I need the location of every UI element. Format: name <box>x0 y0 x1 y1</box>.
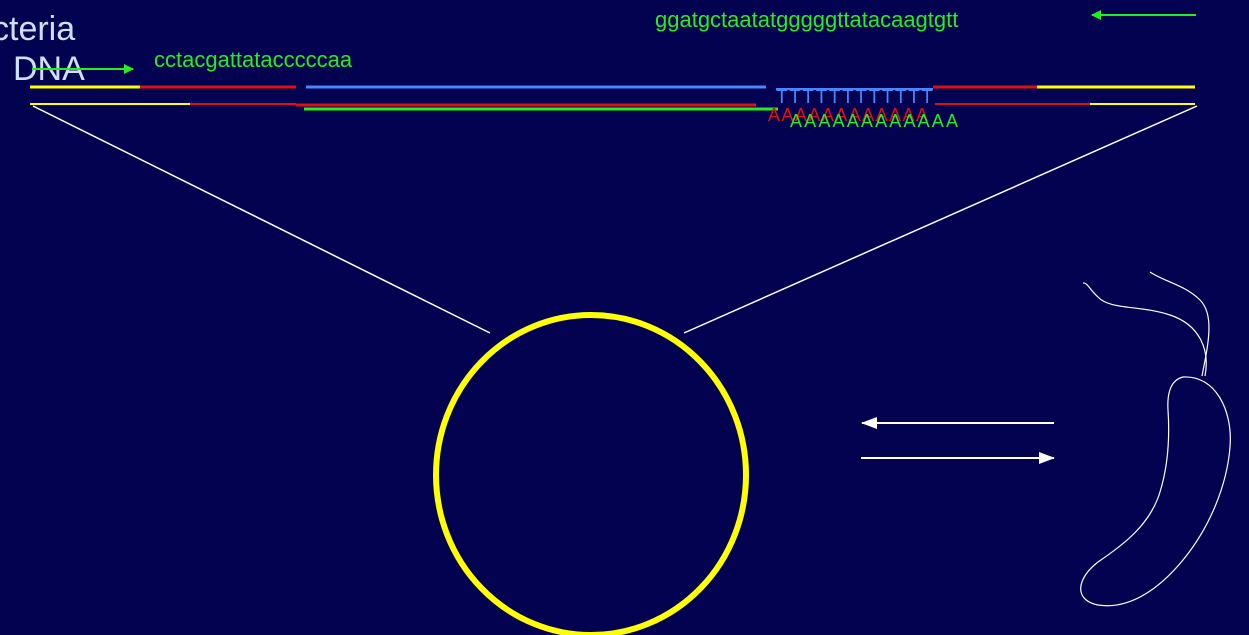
plasmid-circle-icon <box>433 312 749 635</box>
zoom-line-left <box>32 105 491 334</box>
poly-t-tail: TTTTTTTTTTTT <box>776 87 933 108</box>
reverse-primer-sequence: ggatgctaatatgggggttatacaagtgtt <box>655 7 959 32</box>
bottom-dna-strand <box>30 103 1195 111</box>
poly-t-text: TTTTTTTTTTTT <box>776 87 933 108</box>
bacteria-label: cteria <box>0 10 76 48</box>
flagellum-icon <box>1082 282 1207 377</box>
zoom-line-right <box>683 105 1198 334</box>
bacterium-icon <box>1080 271 1231 607</box>
forward-primer-sequence: cctacgattatacccccaa <box>154 47 353 72</box>
flagellum-icon <box>1149 271 1210 377</box>
bacterium-cell-outline <box>1080 376 1231 607</box>
